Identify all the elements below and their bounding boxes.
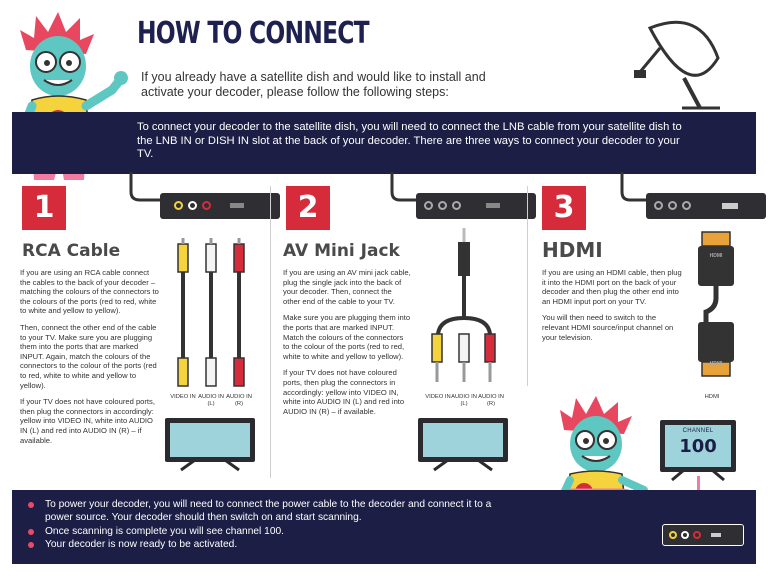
decoder-box-1	[160, 193, 280, 219]
av-port	[438, 201, 447, 210]
bullet-text: Once scanning is complete you will see c…	[45, 525, 284, 537]
bullet-list: To power your decoder, you will need to …	[28, 498, 518, 552]
step-3-paragraph: If you are using an HDMI cable, then plu…	[542, 268, 682, 306]
step-number-3: 3	[542, 186, 586, 230]
caption-video-in: VIDEO IN	[170, 394, 196, 400]
step-text-1: If you are using an RCA cable connect th…	[20, 268, 160, 452]
step-number-1: 1	[22, 186, 66, 230]
hdmi-plug-label: HDMI	[709, 361, 723, 367]
bullet-item: To power your decoder, you will need to …	[28, 498, 518, 524]
av-port	[668, 201, 677, 210]
step-2-paragraph: If your TV does not have coloured ports,…	[283, 368, 405, 416]
decoder-box-2	[416, 193, 536, 219]
caption-audio-in-r: AUDIO IN (R)	[226, 394, 252, 407]
step-1-paragraph: Then, connect the other end of the cable…	[20, 322, 157, 390]
decoder-box-3	[646, 193, 766, 219]
bullet-text: Your decoder is now ready to be activate…	[45, 539, 238, 550]
rca-cables-icon	[177, 238, 245, 387]
step-title-1: RCA Cable	[22, 241, 121, 261]
bullet-item: Your decoder is now ready to be activate…	[28, 538, 518, 551]
red-port	[693, 531, 701, 539]
hdmi-plug-label: HDMI	[709, 253, 723, 259]
av-port	[682, 201, 691, 210]
tv-stand-1	[180, 460, 240, 472]
channel-number: 100	[679, 436, 717, 457]
hdmi-port	[722, 203, 738, 209]
bullet-item: Once scanning is complete you will see c…	[28, 525, 518, 538]
yellow-port	[669, 531, 677, 539]
av-mini-jack-cable-icon	[431, 228, 496, 382]
step-text-3: If you are using an HDMI cable, then plu…	[542, 268, 682, 349]
step-text-2: If you are using an AV mini jack cable, …	[283, 268, 411, 423]
step-2-paragraph: If you are using an AV mini jack cable, …	[283, 268, 411, 306]
white-port	[681, 531, 689, 539]
scart-port	[230, 203, 244, 208]
caption-audio-in-r: AUDIO IN (R)	[478, 394, 504, 407]
bullet-text: To power your decoder, you will need to …	[45, 499, 492, 523]
tv-stand-2	[433, 460, 493, 472]
step-2-paragraph: Make sure you are plugging them into the…	[283, 313, 411, 361]
bottom-band	[12, 490, 756, 564]
white-port	[188, 201, 197, 210]
step-3-paragraph: You will then need to switch to the rele…	[542, 313, 674, 342]
decoder-box-power	[662, 524, 744, 546]
caption-hdmi: HDMI	[704, 394, 720, 400]
av-port	[424, 201, 433, 210]
caption-audio-in-l: AUDIO IN (L)	[451, 394, 477, 407]
step-title-2: AV Mini Jack	[283, 241, 400, 261]
scart-port	[486, 203, 500, 208]
step-title-3: HDMI	[542, 238, 603, 262]
instruction-band	[12, 112, 756, 174]
step-1-paragraph: If your TV does not have coloured ports,…	[20, 397, 155, 445]
av-port	[654, 201, 663, 210]
band-text: To connect your decoder to the satellite…	[137, 121, 682, 160]
page-title: HOW TO CONNECT	[137, 16, 370, 51]
step-number-2: 2	[286, 186, 330, 230]
hdmi-port	[711, 533, 721, 537]
tv-1-icon	[165, 418, 255, 462]
tv-channel-icon	[660, 420, 736, 472]
lnb-cables	[129, 172, 648, 202]
column-divider	[527, 186, 528, 386]
channel-label: CHANNEL	[682, 428, 714, 434]
satellite-dish-icon	[634, 20, 720, 110]
tv-stand-3	[671, 470, 725, 482]
step-1-paragraph: If you are using an RCA cable connect th…	[20, 268, 159, 316]
intro-text: If you already have a satellite dish and…	[141, 70, 486, 99]
tv-2-icon	[418, 418, 508, 462]
yellow-port	[174, 201, 183, 210]
column-divider	[270, 186, 271, 478]
red-port	[202, 201, 211, 210]
av-port	[452, 201, 461, 210]
caption-audio-in-l: AUDIO IN (L)	[198, 394, 224, 407]
caption-video-in: VIDEO IN	[425, 394, 451, 400]
hdmi-cable-icon	[698, 231, 734, 377]
